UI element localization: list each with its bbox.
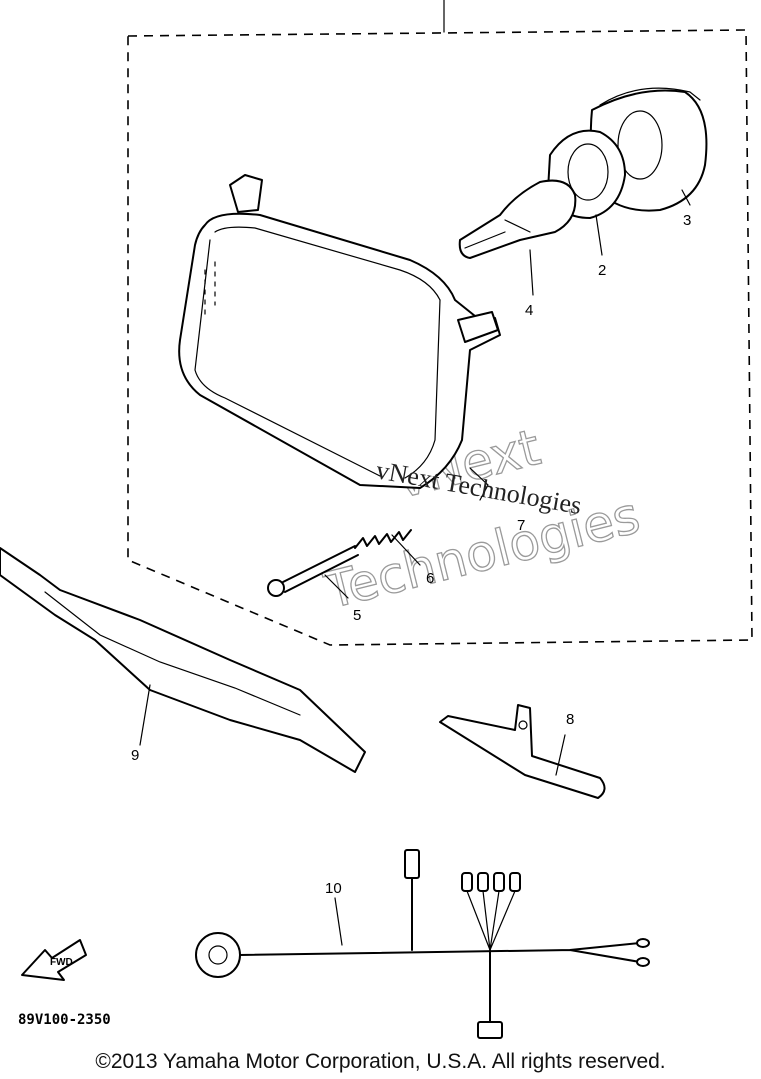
- callout-5: 5: [353, 607, 361, 624]
- stay-part-9: [0, 547, 366, 773]
- callout-7: 7: [517, 517, 525, 534]
- spring-part-6: [354, 529, 421, 566]
- fwd-label: FWD: [50, 957, 73, 968]
- leader-4: [529, 249, 534, 296]
- callout-6: 6: [426, 570, 434, 587]
- screw-part-5: [267, 545, 359, 599]
- copyright-notice: ©2013 Yamaha Motor Corporation, U.S.A. A…: [95, 1050, 666, 1073]
- callout-4: 4: [525, 302, 533, 319]
- callout-2: 2: [598, 262, 606, 279]
- leader-2: [595, 214, 603, 256]
- wire-harness-part-10: [195, 849, 650, 1039]
- headlight-housing: [178, 174, 501, 501]
- callout-9: 9: [131, 747, 139, 764]
- bracket-part-8: [439, 704, 606, 799]
- assembly-boundary: [127, 29, 753, 646]
- callout-3: 3: [683, 212, 691, 229]
- watermark-line-2: Technologies: [319, 486, 646, 620]
- bulb-part-4: [458, 179, 577, 259]
- callout-10: 10: [325, 880, 342, 897]
- callout-8: 8: [566, 711, 574, 728]
- fwd-arrow-icon: FWD: [21, 939, 87, 981]
- part-code: 89V100-2350: [18, 1012, 111, 1028]
- leader-3: [681, 189, 691, 206]
